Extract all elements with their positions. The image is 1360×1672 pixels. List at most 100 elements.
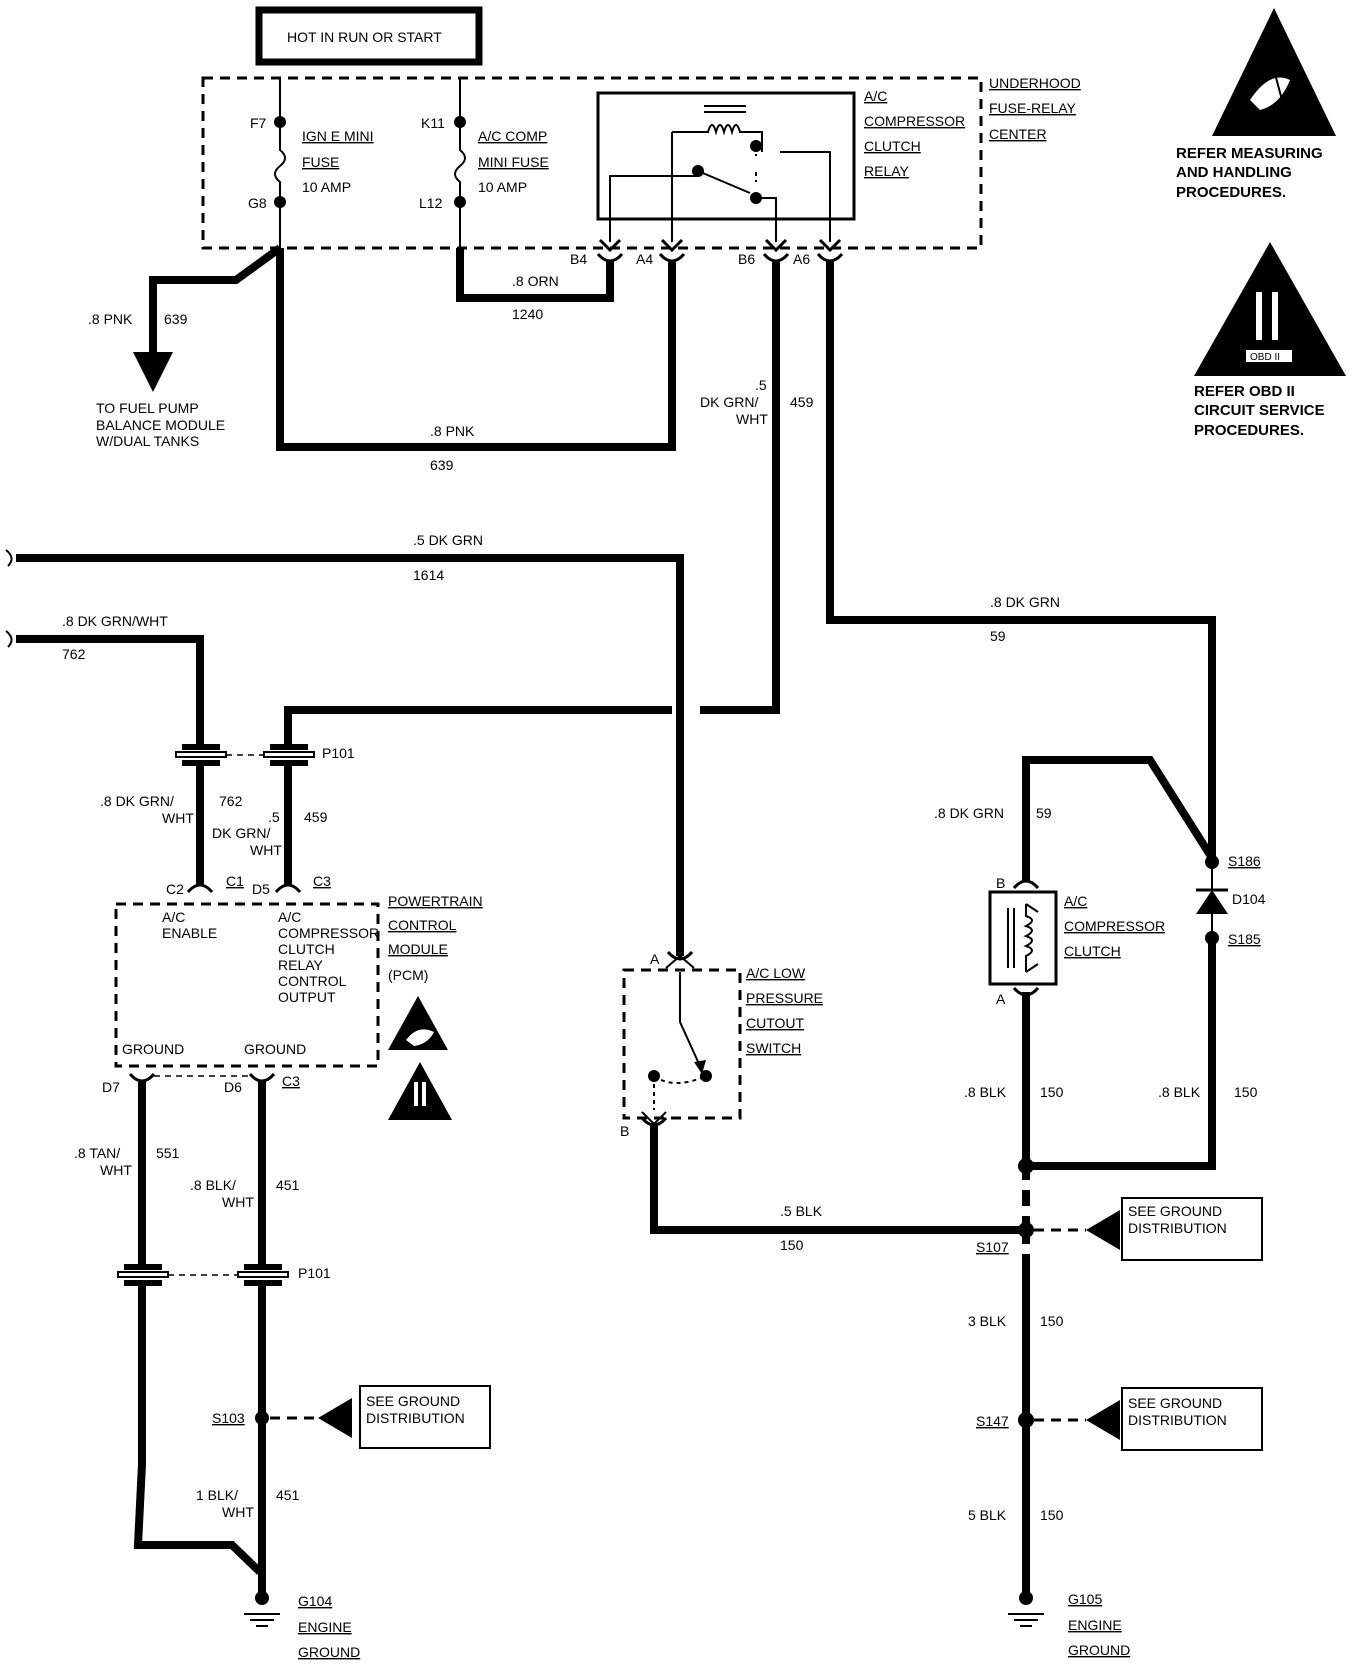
switch-pin-b: B: [620, 1123, 629, 1139]
switch-label-1: A/C LOW: [746, 965, 806, 981]
g105-label-2: ENGINE: [1068, 1617, 1122, 1633]
pcm-output-5: CONTROL: [278, 973, 347, 989]
fuse1-bottom-pin: G8: [248, 195, 267, 211]
fuel-pump-arrow: [133, 352, 173, 392]
pcm-ac-enable-1: A/C: [162, 909, 185, 925]
pcm-pin-d6: D6: [224, 1079, 242, 1095]
pcm-output-4: RELAY: [278, 957, 324, 973]
ground-dist-box-2: [1121, 1197, 1263, 1261]
s147-splice: [1018, 1412, 1034, 1428]
w762-mid-gauge-2: WHT: [162, 810, 194, 826]
w1240-gauge: .8 ORN: [512, 273, 559, 289]
w150-5-gauge: 5 BLK: [968, 1507, 1007, 1523]
g104-label-2: ENGINE: [298, 1619, 352, 1635]
w639-loop-circuit: 639: [430, 457, 454, 473]
wire-551-lower: [133, 1286, 263, 1575]
switch-label-4: SWITCH: [746, 1040, 801, 1056]
w459-top-gauge-2: DK GRN/: [700, 394, 758, 410]
pcm-pin-d7: D7: [102, 1079, 120, 1095]
w639-top-circuit: 639: [164, 311, 188, 327]
fuel-pump-label-2: BALANCE MODULE: [96, 417, 225, 433]
p101-bottom-label: P101: [298, 1265, 331, 1281]
w451b-gauge-1: 1 BLK/: [196, 1487, 238, 1503]
wire-59-top: [826, 262, 1216, 858]
clutch-pin-b: B: [996, 875, 1005, 891]
clutch-label-1: A/C: [1064, 893, 1087, 909]
s107-ground-arrow: [1086, 1210, 1120, 1250]
fuse2-label-1: A/C COMP: [478, 128, 547, 144]
w459-top-circuit: 459: [790, 394, 814, 410]
w762-top-gauge: .8 DK GRN/WHT: [62, 613, 168, 629]
w459-top-gauge-3: WHT: [736, 411, 768, 427]
w59-top-gauge: .8 DK GRN: [990, 594, 1060, 610]
pcm-pin-c2: C2: [166, 881, 184, 897]
s103-label: S103: [212, 1410, 245, 1426]
d104-label: D104: [1232, 891, 1266, 907]
wire-639-loop: [276, 248, 676, 451]
w451b-gauge-2: WHT: [222, 1504, 254, 1520]
ac-compressor-clutch-relay: [596, 91, 856, 242]
w150-right-gauge: .8 BLK: [1158, 1084, 1201, 1100]
s107-splice: [1018, 1222, 1034, 1238]
pcm-output-1: A/C: [278, 909, 301, 925]
pcm-ground-1: GROUND: [122, 1041, 184, 1057]
p101-bottom-connector: [117, 1264, 289, 1286]
clutch-label-2: COMPRESSOR: [1064, 918, 1165, 934]
pcm-label-4: (PCM): [388, 967, 428, 983]
g104-label-1: G104: [298, 1593, 332, 1609]
wire-150-right: [1026, 938, 1216, 1170]
fuse2-label-2: MINI FUSE: [478, 154, 549, 170]
wire-59-mid: [1022, 756, 1216, 880]
ground-dist-box-1: [359, 1385, 491, 1449]
pcm-label-1: POWERTRAIN: [388, 893, 483, 909]
s186-label: S186: [1228, 853, 1261, 869]
ground-dist-3-line1: SEE GROUND: [1128, 1395, 1222, 1411]
g105-label-3: GROUND: [1068, 1642, 1130, 1658]
pcm-label-2: CONTROL: [388, 917, 457, 933]
terminal-a4: A4: [636, 251, 653, 267]
clutch-label-3: CLUTCH: [1064, 943, 1121, 959]
switch-label-2: PRESSURE: [746, 990, 823, 1006]
wire-1240: [456, 248, 614, 302]
w459-mid-gauge-3: WHT: [250, 842, 282, 858]
ground-dist-box-3: [1121, 1387, 1263, 1451]
fuse-relay-center-label-3: CENTER: [989, 126, 1047, 142]
clutch-coil-icon: [1007, 903, 1039, 973]
fuse1-label-1: IGN E MINI: [302, 128, 374, 144]
pcm-pin-c3b: C3: [282, 1073, 300, 1089]
terminal-a6: A6: [793, 251, 810, 267]
obd-note-3: PROCEDURES.: [1194, 422, 1304, 439]
w451b-circuit: 451: [276, 1487, 300, 1503]
relay-label-1: A/C: [864, 88, 887, 104]
w150-switch-gauge: .5 BLK: [780, 1203, 823, 1219]
fuel-pump-label-3: W/DUAL TANKS: [96, 433, 199, 449]
w459-mid-circuit: 459: [304, 809, 328, 825]
wire-1614: [16, 554, 684, 956]
obd-note-1: REFER OBD II: [1194, 383, 1295, 400]
pcm-ac-enable-2: ENABLE: [162, 925, 217, 941]
g104-ground-symbol: [244, 1591, 280, 1627]
w639-top-gauge: .8 PNK: [88, 311, 133, 327]
pcm-label-3: MODULE: [388, 941, 448, 957]
w1240-circuit: 1240: [512, 306, 543, 322]
wire-639-to-fuel-pump: [149, 244, 283, 352]
fuse2-label-3: 10 AMP: [478, 179, 527, 195]
w150-right-circuit: 150: [1234, 1084, 1258, 1100]
s103-ground-arrow: [318, 1398, 352, 1438]
w150-switch-circuit: 150: [780, 1237, 804, 1253]
w459-top-gauge-1: .5: [755, 377, 767, 393]
hot-in-run-box: [255, 6, 483, 66]
pcm-esd-icon: [388, 996, 448, 1050]
esd-note-3: PROCEDURES.: [1176, 184, 1286, 201]
w459-mid-gauge-2: DK GRN/: [212, 825, 270, 841]
esd-note-2: AND HANDLING: [1176, 164, 1292, 181]
fuse-block-terminals: [596, 238, 844, 263]
w59-top-circuit: 59: [990, 628, 1006, 644]
ground-dist-2-line1: SEE GROUND: [1128, 1203, 1222, 1219]
wire-762-top: [16, 635, 204, 744]
pcm-pin-d5: D5: [252, 881, 270, 897]
d104-diode: [1196, 890, 1228, 914]
w1614-gauge: .5 DK GRN: [413, 532, 483, 548]
ground-dist-1-line2: DISTRIBUTION: [366, 1410, 465, 1426]
